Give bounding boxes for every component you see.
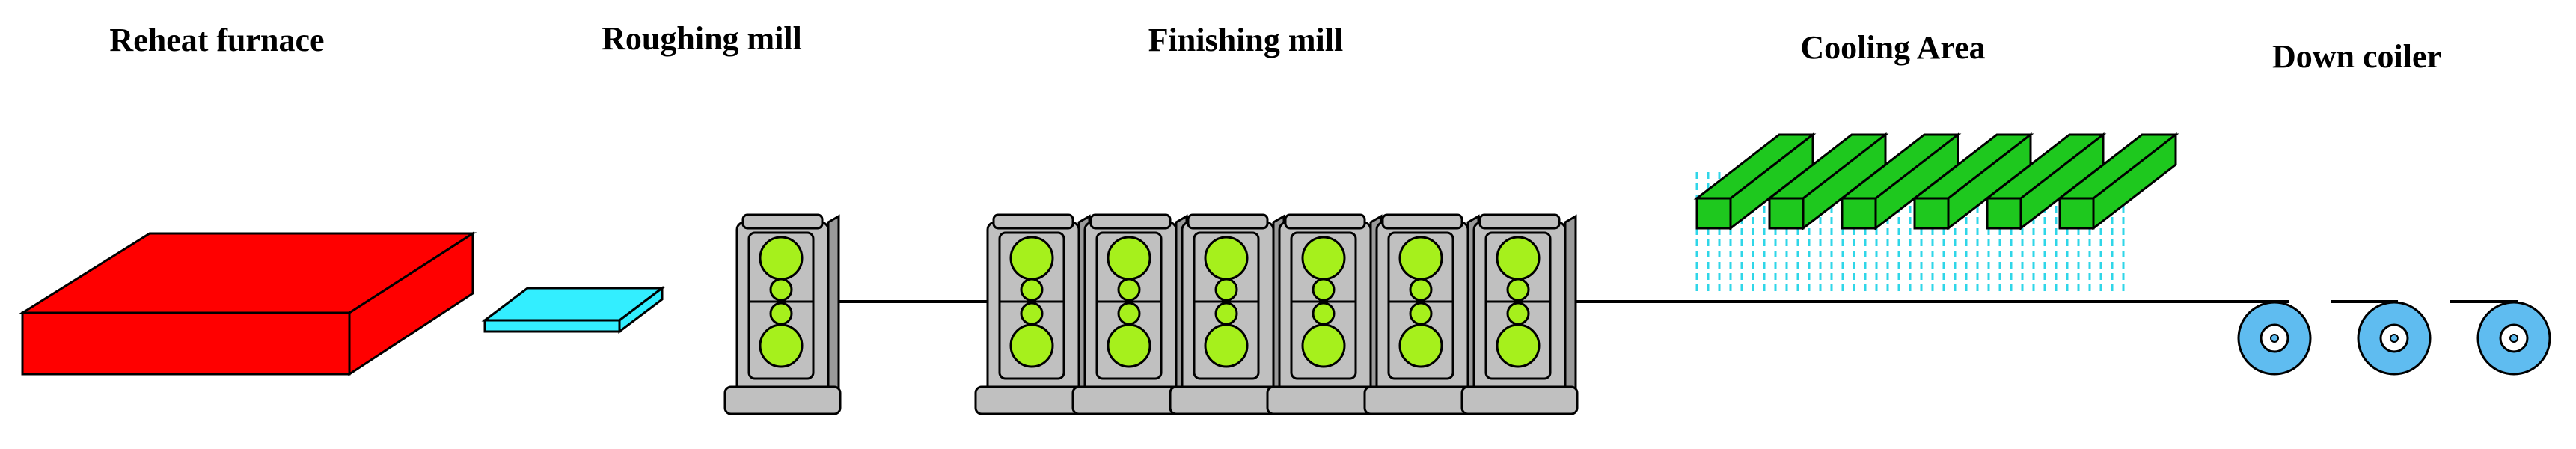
work-roll [1409,302,1433,326]
work-roll [1506,302,1530,326]
backup-roll [1204,236,1249,281]
stand-top-cap [1187,213,1269,230]
work-roll [1117,302,1141,326]
work-roll [1409,278,1433,302]
water-sprays [1695,172,2125,294]
backup-roll [1398,236,1443,281]
work-roll [1117,278,1141,302]
cooling-header-front [1986,197,2022,230]
backup-roll [759,236,804,281]
stand-top-cap [1381,213,1463,230]
stand-top-cap [1284,213,1366,230]
backup-roll [1009,236,1054,281]
work-roll [1214,278,1238,302]
finishing-stand [1266,213,1384,415]
stand-foot [1460,385,1579,415]
coil-mandrel [2509,334,2518,343]
label-finishing-mill: Finishing mill [1148,22,1343,58]
coiler [2237,301,2312,376]
work-roll [769,278,793,302]
work-roll [1020,278,1044,302]
cooling-header [1693,132,1817,231]
finishing-stand [1169,213,1287,415]
work-roll [1312,302,1336,326]
cooling-header [1766,132,1889,231]
backup-roll [1301,323,1346,368]
backup-roll [1107,323,1151,368]
coil-mandrel [2390,334,2399,343]
stand-foot [723,385,842,415]
work-roll [1214,302,1238,326]
backup-roll [1301,236,1346,281]
cooling-header-front [1841,197,1877,230]
stand-top-cap [1478,213,1561,230]
work-roll [1312,278,1336,302]
stand-top-cap [1089,213,1172,230]
finishing-mill-stands [974,213,1579,415]
backup-roll [1204,323,1249,368]
roughing-stand [723,213,842,415]
cooling-header-front [2058,197,2095,230]
backup-roll [1496,323,1541,368]
finishing-stand [1460,213,1579,415]
cooling-header [1983,132,2107,231]
work-roll [1506,278,1530,302]
finishing-stand [1071,213,1190,415]
label-cooling-area: Cooling Area [1800,29,1985,66]
stand-side-face [1564,214,1577,409]
backup-roll [1009,323,1054,368]
label-reheat-furnace: Reheat furnace [109,22,324,58]
cooling-header [2056,132,2179,231]
backup-roll [1398,323,1443,368]
finishing-stand [974,213,1092,415]
coiler [2331,300,2432,376]
reheat-furnace [18,231,477,376]
cooling-header-front [1695,197,1732,230]
stand-top-cap [741,213,824,230]
finishing-stand [1363,213,1481,415]
stand-top-cap [992,213,1074,230]
cooling-header-front [1768,197,1805,230]
down-coilers [2237,300,2551,376]
coil-mandrel [2270,334,2279,343]
roughing-mill-stand [723,213,842,415]
cooling-area [1693,132,2179,294]
stand-side-face [827,214,840,409]
work-roll [769,302,793,326]
coiler [2450,300,2551,376]
backup-roll [1496,236,1541,281]
label-down-coiler: Down coiler [2272,38,2441,75]
cooling-header-front [1913,197,1950,230]
transfer-slab [481,285,666,335]
backup-roll [759,323,804,368]
work-roll [1020,302,1044,326]
backup-roll [1107,236,1151,281]
label-roughing-mill: Roughing mill [602,20,802,57]
